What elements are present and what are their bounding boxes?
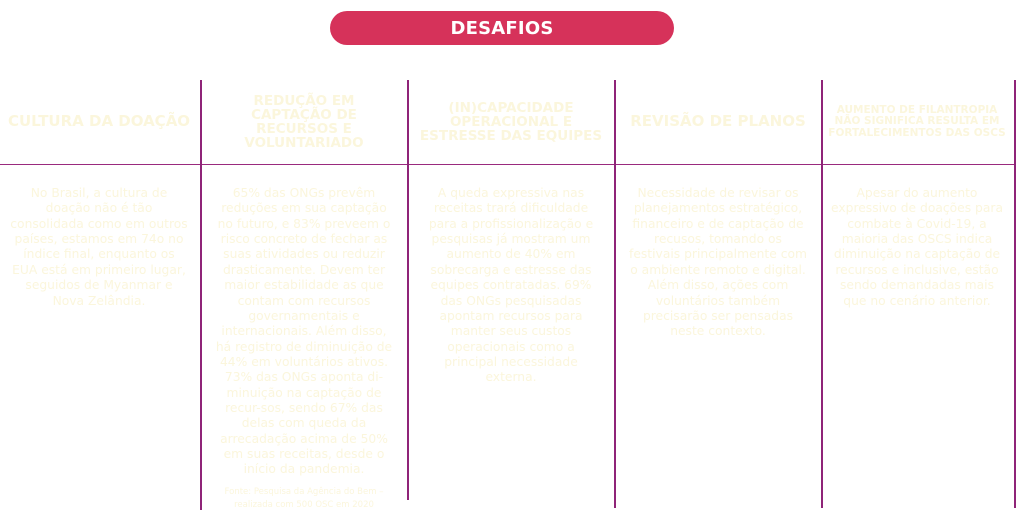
column-body: 65% das ONGs prevêm reduções em sua capt… [215,186,393,369]
column-heading: REVISÃO DE PLANOS [630,112,806,131]
column-divider-4 [821,80,823,508]
banner-title: DESAFIOS [450,17,554,39]
column-body: A queda expressiva nas receitas trará di… [428,186,594,385]
header-divider [0,164,1015,165]
column-fundraising-reduction: REDUÇÃO EM CAPTAÇÃO DE RECURSOS E VOLUNT… [205,80,403,513]
challenges-banner: DESAFIOS [330,11,674,45]
column-heading: AUMENTO DE FILANTROPIA NÃO SIGNIFICA RES… [828,104,1006,139]
column-body-extra: 73% das ONGs aponta di-minuição na capta… [220,370,388,477]
column-divider-5 [1014,80,1016,508]
column-body: No Brasil, a cultura de doação não é tão… [10,186,188,308]
column-divider-3 [614,80,616,508]
source-note: Fonte: Pesquisa da Agência do Bem – real… [224,486,384,511]
column-body: Apesar do aumento expressivo de doações … [831,186,1003,308]
column-donation-culture: CULTURA DA DOAÇÃO No Brasil, a cultura d… [0,80,198,309]
column-divider-2 [407,80,409,500]
column-body: Necessidade de revisar os planejamentos … [629,186,807,339]
column-divider-1 [200,80,202,510]
column-heading: CULTURA DA DOAÇÃO [7,112,191,131]
column-heading: REDUÇÃO EM CAPTAÇÃO DE RECURSOS E VOLUNT… [244,92,364,152]
column-heading: (IN)CAPACIDADE OPERACIONAL E ESTRESSE DA… [419,99,603,145]
column-plan-review: REVISÃO DE PLANOS Necessidade de revisar… [619,80,817,340]
column-philanthropy-increase: AUMENTO DE FILANTROPIA NÃO SIGNIFICA RES… [818,80,1016,309]
column-operational-capacity: (IN)CAPACIDADE OPERACIONAL E ESTRESSE DA… [412,80,610,386]
